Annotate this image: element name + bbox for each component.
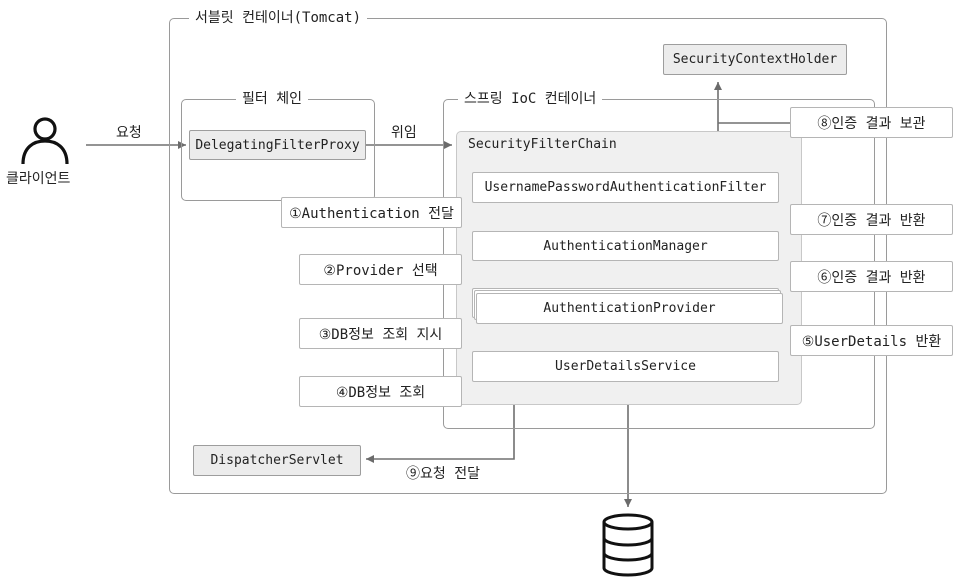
dispatcher-servlet-box: DispatcherServlet	[193, 445, 361, 476]
step3-label: ③DB정보 조회 지시	[299, 318, 462, 349]
step5-label: ⑤UserDetails 반환	[790, 325, 953, 356]
step1-label: ①Authentication 전달	[281, 197, 462, 228]
user-details-service-box: UserDetailsService	[472, 351, 779, 382]
authentication-provider-box: AuthenticationProvider	[476, 293, 783, 324]
client-label: 클라이언트	[6, 171, 71, 187]
servlet-container-title: 서블릿 컨테이너(Tomcat)	[189, 9, 368, 27]
step4-label: ④DB정보 조회	[299, 376, 462, 407]
delegating-filter-proxy-box: DelegatingFilterProxy	[189, 130, 366, 160]
step7-label: ⑦인증 결과 반환	[790, 204, 953, 235]
request-label: 요청	[116, 125, 142, 141]
step8-label: ⑧인증 결과 보관	[790, 107, 953, 138]
servlet-container	[169, 18, 887, 494]
spring-ioc-title: 스프링 IoC 컨테이너	[458, 90, 603, 108]
filter-chain-title: 필터 체인	[236, 90, 308, 108]
security-filter-chain-title: SecurityFilterChain	[468, 137, 617, 152]
client-person-icon	[21, 117, 69, 165]
step9-label: ⑨요청 전달	[406, 466, 480, 482]
database-icon	[602, 513, 654, 577]
authentication-manager-box: AuthenticationManager	[472, 231, 779, 261]
step2-label: ②Provider 선택	[299, 254, 462, 285]
delegate-label: 위임	[391, 125, 417, 141]
username-password-filter-box: UsernamePasswordAuthenticationFilter	[472, 172, 779, 203]
step6-label: ⑥인증 결과 반환	[790, 261, 953, 292]
security-context-holder-box: SecurityContextHolder	[663, 44, 847, 75]
